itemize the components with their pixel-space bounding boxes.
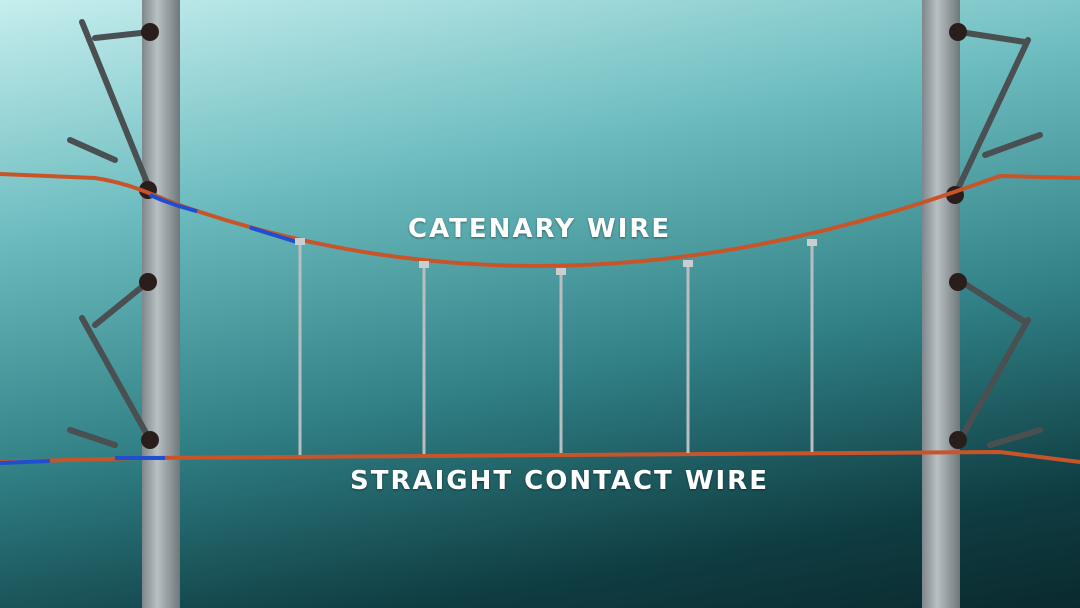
insulators bbox=[139, 23, 967, 449]
catenary-insulated-section bbox=[149, 193, 301, 245]
contact-insulated-section bbox=[0, 456, 165, 465]
contact-wire-label: STRAIGHT CONTACT WIRE bbox=[350, 466, 769, 496]
right-cantilevers bbox=[952, 29, 1043, 448]
contact-wire bbox=[0, 449, 1080, 464]
catenary-wire-label: CATENARY WIRE bbox=[408, 214, 672, 244]
left-pole bbox=[142, 0, 180, 608]
left-cantilevers bbox=[67, 19, 153, 448]
dropper-clamps bbox=[295, 238, 817, 275]
droppers bbox=[298, 243, 814, 455]
right-pole bbox=[922, 0, 960, 608]
